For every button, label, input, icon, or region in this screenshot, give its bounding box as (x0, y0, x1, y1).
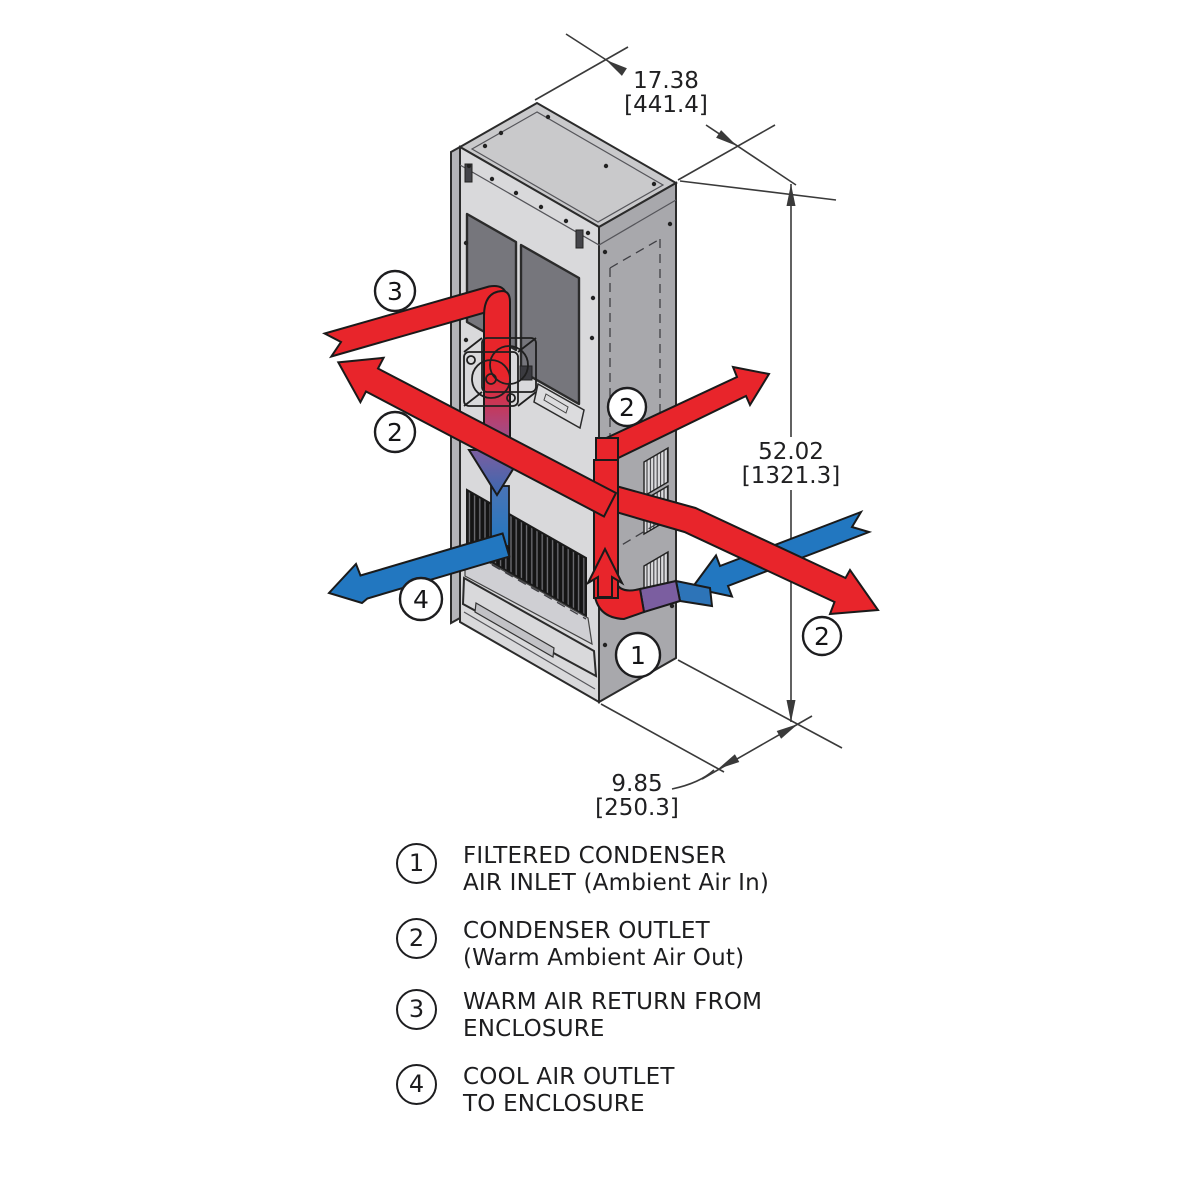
dim-depth-mm: [250.3] (595, 795, 679, 821)
callout-4-cool-outlet: 4 (398, 576, 444, 622)
callout-2-top-right: 2 (606, 386, 648, 428)
legend-number-1: 1 (396, 843, 437, 884)
callout-markers: 3 2 4 2 1 2 (373, 269, 843, 679)
vertical-cooling-ribbon (483, 289, 511, 463)
dim-height-in: 52.02 (758, 439, 824, 465)
svg-text:2: 2 (387, 418, 403, 447)
callout-2-left: 2 (373, 410, 417, 454)
legend-item-1: 1 FILTERED CONDENSER AIR INLET (Ambient … (396, 843, 769, 897)
condenser-outlet-right-arrow (615, 484, 880, 616)
cap-seam (459, 164, 677, 246)
hinge-lower (575, 229, 584, 249)
dim-width-in: 17.38 (633, 68, 699, 94)
base-panel (461, 576, 598, 678)
svg-text:2: 2 (814, 622, 830, 651)
legend-3-line1: WARM AIR RETURN FROM (463, 989, 763, 1015)
legend-number-3: 3 (396, 989, 437, 1030)
svg-text:1: 1 (630, 641, 646, 670)
legend-item-2: 2 CONDENSER OUTLET (Warm Ambient Air Out… (396, 918, 744, 972)
riser-flow-marker (585, 546, 625, 598)
nameplate-inner (543, 393, 569, 414)
dimension-depth: 9.85 [250.3] (595, 703, 813, 821)
dimension-height: 52.02 [1321.3] (677, 180, 843, 749)
svg-text:2: 2 (619, 393, 635, 422)
condenser-outlet-left-arrow (336, 356, 618, 518)
svg-text:4: 4 (413, 585, 429, 614)
legend-2-line2: (Warm Ambient Air Out) (463, 945, 745, 971)
base-slot (474, 602, 555, 658)
dimension-width: 17.38 [441.4] (534, 33, 797, 186)
legend-item-4: 4 COOL AIR OUTLET TO ENCLOSURE (396, 1064, 675, 1118)
legend-1-line1: FILTERED CONDENSER (463, 843, 727, 869)
dim-depth-in: 9.85 (611, 771, 662, 797)
cool-outlet-arrow (327, 532, 511, 605)
base-lip (463, 611, 596, 690)
legend-3-line2: ENCLOSURE (463, 1016, 605, 1042)
legend-1-line2: AIR INLET (Ambient Air In) (463, 870, 770, 896)
condenser-outlet-top-arrow (600, 365, 771, 463)
blower-fan (463, 337, 537, 407)
callout-3-warm-return: 3 (373, 269, 417, 313)
legend-text-1: FILTERED CONDENSER AIR INLET (Ambient Ai… (463, 843, 769, 897)
legend-item-3: 3 WARM AIR RETURN FROM ENCLOSURE (396, 989, 762, 1043)
legend-2-line1: CONDENSER OUTLET (463, 918, 710, 944)
dim-height-mm: [1321.3] (742, 463, 840, 489)
legend-number-4: 4 (396, 1064, 437, 1105)
svg-text:3: 3 (387, 277, 403, 306)
legend-4-line1: COOL AIR OUTLET (463, 1064, 675, 1090)
legend-text-2: CONDENSER OUTLET (Warm Ambient Air Out) (463, 918, 744, 972)
legend-number-2: 2 (396, 918, 437, 959)
cabinet-top-inset (470, 111, 665, 223)
dim-width-mm: [441.4] (624, 92, 708, 118)
nameplate (533, 382, 585, 430)
legend-text-3: WARM AIR RETURN FROM ENCLOSURE (463, 989, 762, 1043)
callout-1-inlet: 1 (614, 631, 662, 679)
screw-dots (463, 114, 675, 648)
callout-2-bottom-right: 2 (801, 615, 843, 657)
legend-4-line2: TO ENCLOSURE (463, 1091, 645, 1117)
airflow-arrows (322, 285, 880, 621)
legend-text-4: COOL AIR OUTLET TO ENCLOSURE (463, 1064, 675, 1118)
